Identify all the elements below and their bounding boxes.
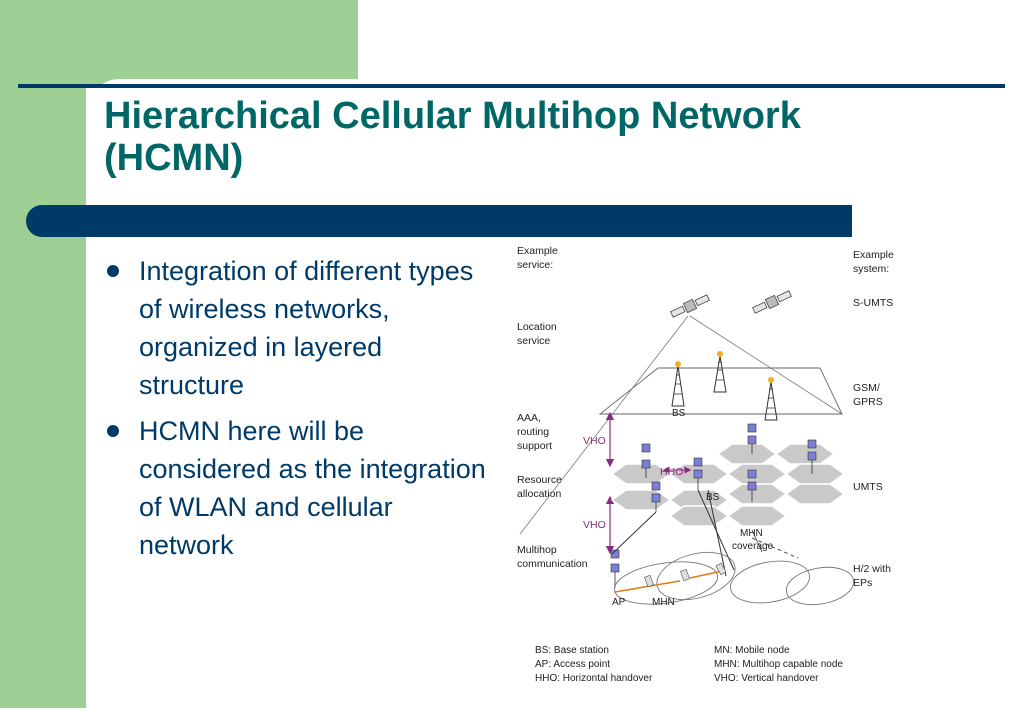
label-h2-2: EPs (853, 577, 872, 589)
label-hho: HHO (660, 466, 683, 478)
label-example-service-1: Example (517, 245, 558, 257)
legend-mhn: MHN: Multihop capable node (714, 659, 843, 670)
label-location-2: service (517, 335, 550, 347)
label-mhn-coverage-1: MHN (740, 528, 763, 539)
label-location-1: Location (517, 321, 557, 333)
label-sumts: S-UMTS (853, 297, 893, 309)
legend-ap: AP: Access point (535, 659, 610, 670)
cell-tower-icon (671, 361, 685, 407)
bullet-dot-icon (107, 425, 119, 437)
link-line (707, 489, 727, 577)
label-gsm-1: GSM/ (853, 382, 880, 394)
bullet-dot-icon (107, 265, 119, 277)
content-panel (86, 79, 1023, 708)
link-line (751, 529, 763, 553)
bullet-item: Integration of different types of wirele… (104, 252, 489, 404)
label-resource-2: allocation (517, 488, 562, 500)
mobile-node-icon (644, 562, 727, 588)
umts-hex-grid (610, 443, 846, 527)
label-mhn: MHN (652, 597, 675, 608)
legend-hho: HHO: Horizontal handover (535, 673, 653, 684)
cell-tower-icon (764, 377, 778, 421)
label-umts: UMTS (853, 481, 883, 493)
legend-vho: VHO: Vertical handover (714, 673, 819, 684)
bullet-list: Integration of different types of wirele… (104, 252, 489, 572)
umts-base-station-icon (610, 423, 817, 573)
label-gsm-2: GPRS (853, 396, 883, 408)
legend-bs: BS: Base station (535, 645, 609, 656)
satellite-icon (670, 294, 710, 318)
label-bs-mid: BS (706, 492, 720, 503)
slide-title-line-1: Hierarchical Cellular Multihop Network (104, 95, 801, 137)
label-h2-1: H/2 with (853, 563, 891, 575)
label-vho-lower: VHO (583, 519, 606, 531)
label-aaa-1: AAA, (517, 412, 541, 424)
top-rule (18, 84, 1005, 88)
satellite-coverage-line (519, 315, 689, 535)
slide-title: Hierarchical Cellular Multihop Network (… (104, 95, 924, 179)
label-multihop-2: communication (517, 558, 588, 570)
label-multihop-1: Multihop (517, 544, 557, 556)
satellite-coverage-line (689, 315, 843, 415)
title-bar (26, 205, 852, 237)
label-vho-upper: VHO (583, 435, 606, 447)
label-example-system-1: Example (853, 249, 894, 261)
label-example-system-2: system: (853, 263, 889, 275)
hcmn-diagram: Example service: Location service AAA, r… (517, 245, 894, 684)
label-resource-1: Resource (517, 474, 562, 486)
multihop-links (614, 570, 723, 593)
bullet-text: HCMN here will be considered as the inte… (139, 416, 486, 560)
label-example-service-2: service: (517, 259, 553, 271)
gsm-plane (598, 367, 843, 415)
cell-tower-icon (713, 351, 727, 393)
label-bs-top: BS (672, 408, 686, 419)
bullet-item: HCMN here will be considered as the inte… (104, 412, 489, 564)
label-aaa-2: routing (517, 426, 549, 438)
label-aaa-3: support (517, 440, 552, 452)
slide-title-line-2: (HCMN) (104, 137, 244, 179)
bullet-text: Integration of different types of wirele… (139, 256, 474, 400)
satellite-icon (752, 290, 792, 314)
legend-mn: MN: Mobile node (714, 645, 790, 656)
wlan-coverage (613, 551, 855, 606)
link-line (611, 511, 657, 555)
green-side-strip (0, 0, 86, 708)
label-ap: AP (612, 597, 626, 608)
label-mhn-coverage-2: coverage (732, 541, 774, 552)
link-line (751, 537, 799, 559)
